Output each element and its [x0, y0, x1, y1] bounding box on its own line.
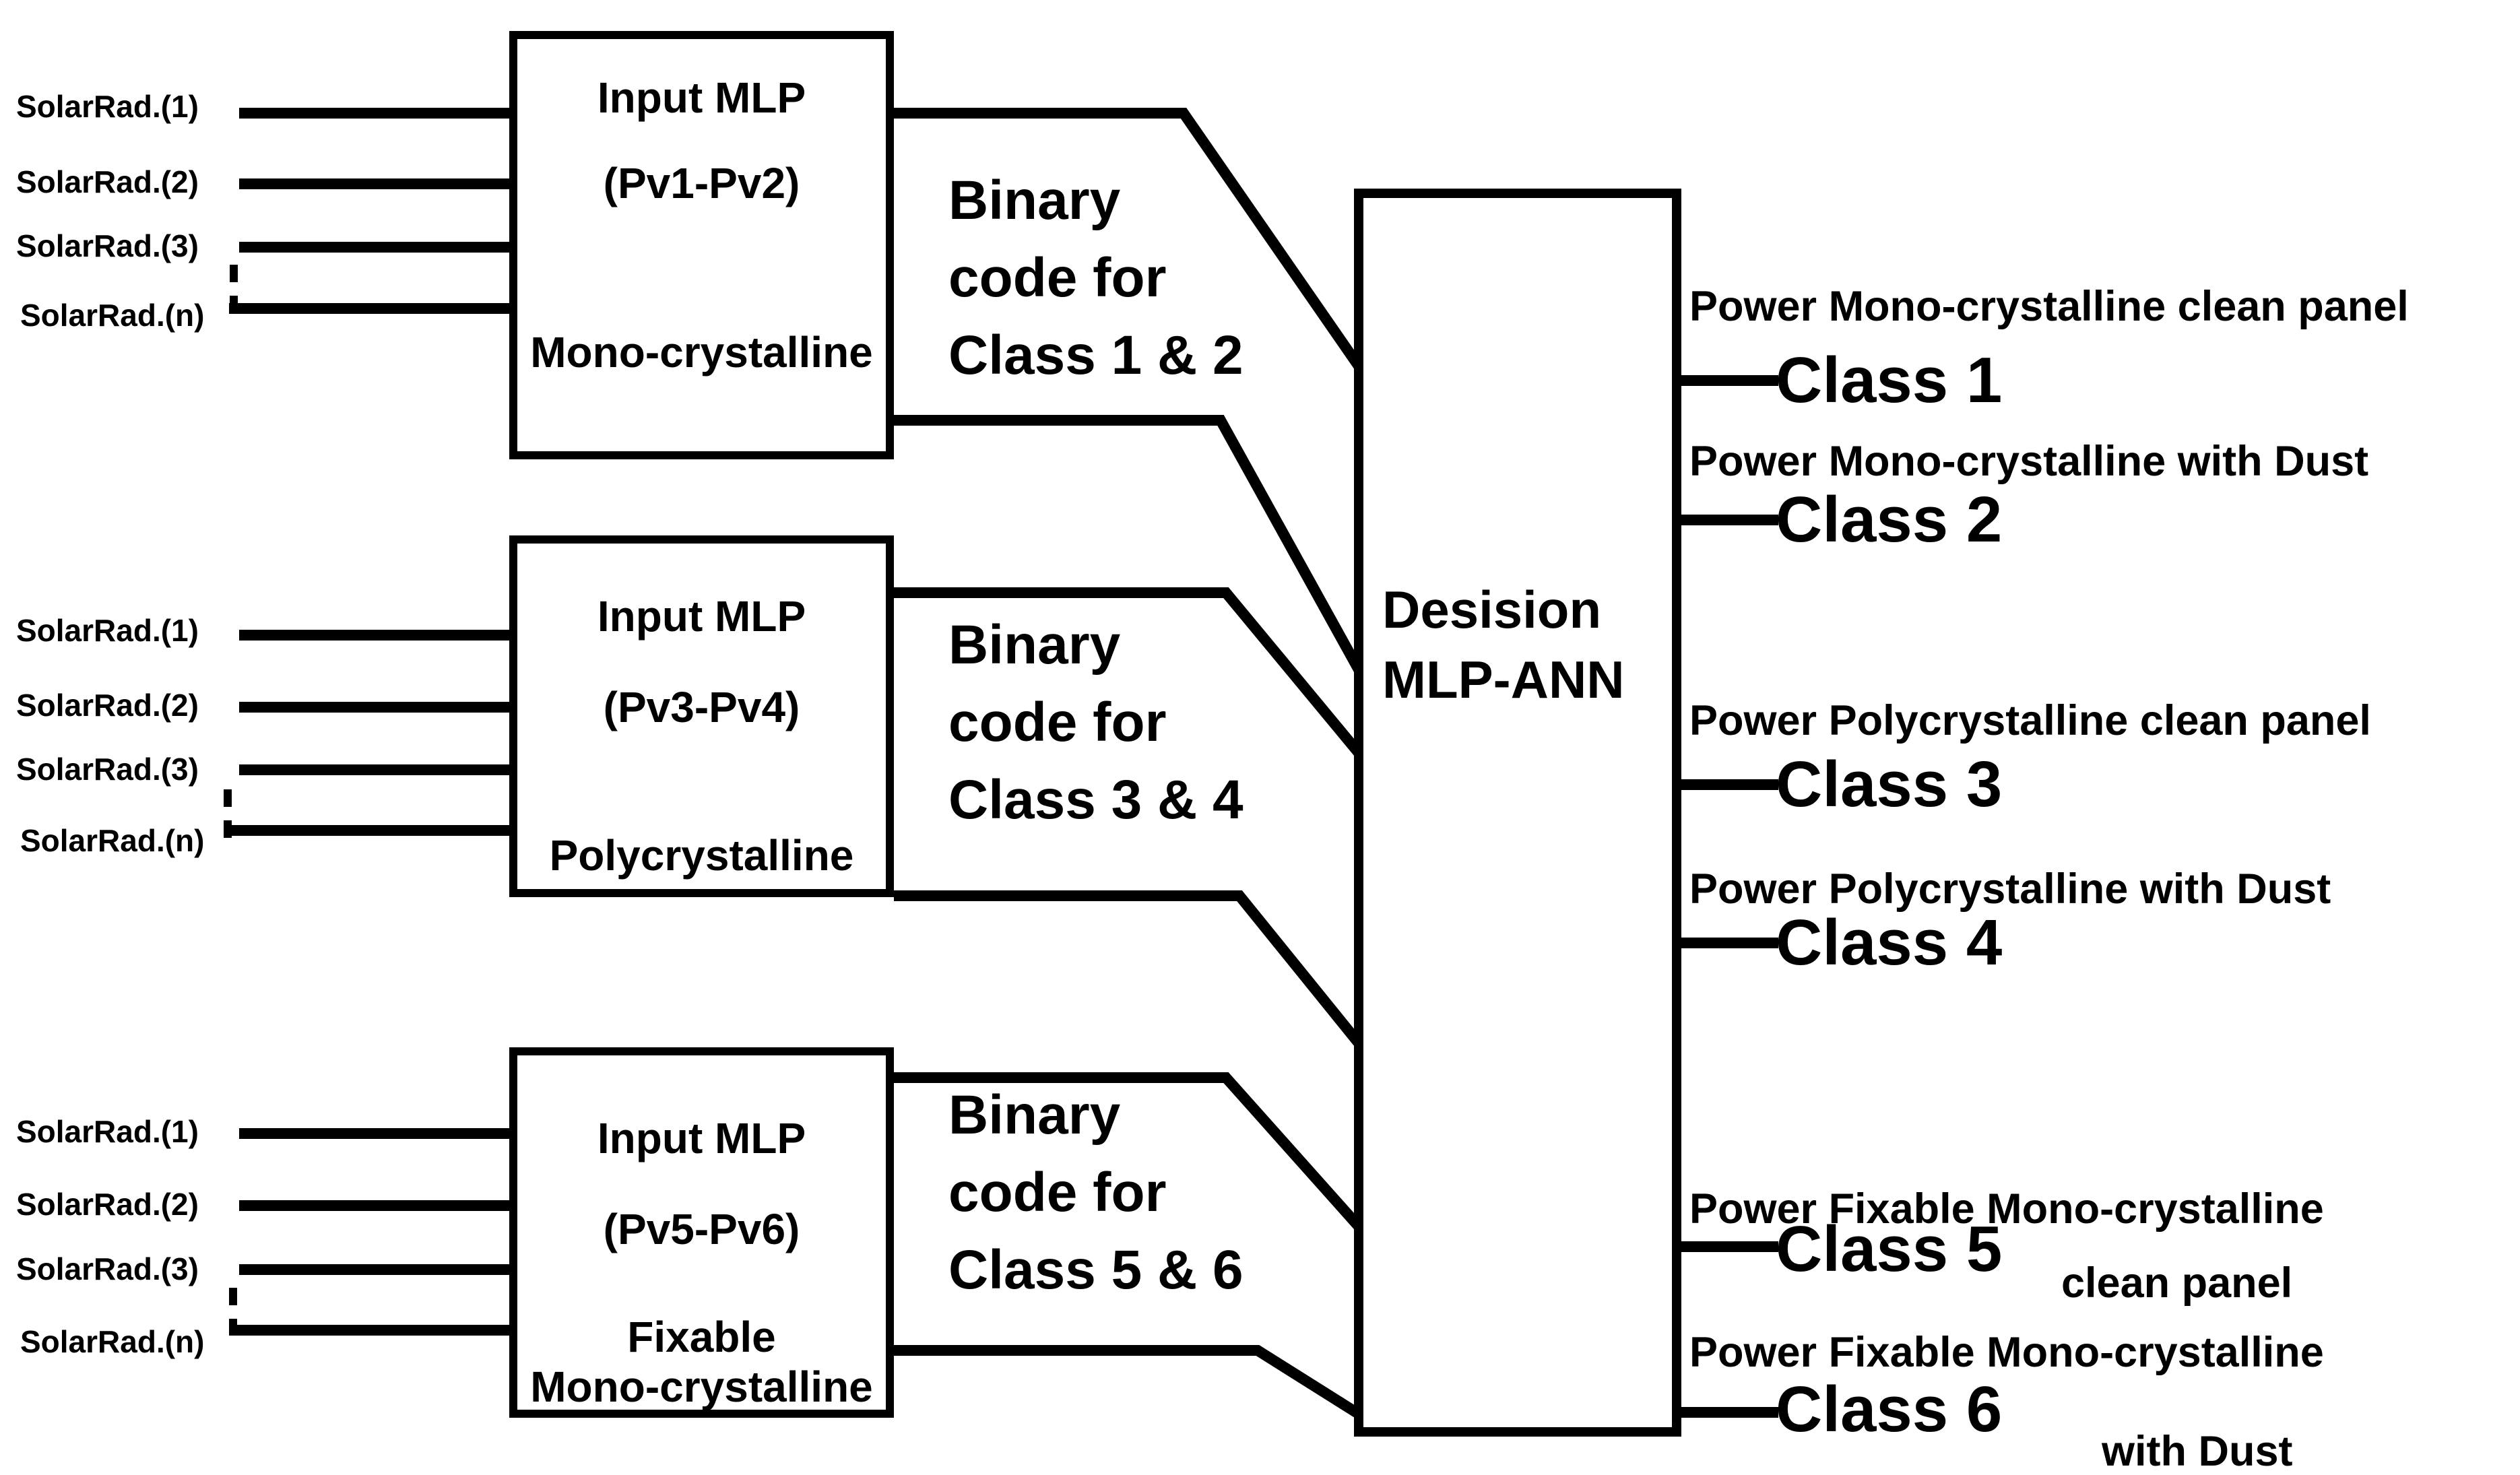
signal-label-g1-n: SolarRad.(n) — [20, 298, 205, 333]
signal-label-g2-2: SolarRad.(2) — [16, 688, 199, 723]
binary-label-2-line2: code for — [948, 692, 1167, 753]
input-mlp-box-1 — [509, 31, 894, 459]
signal-label-g2-n: SolarRad.(n) — [20, 823, 205, 858]
box3-title-line2: (Pv5-Pv6) — [603, 1205, 800, 1253]
box2-panel-type: Polycrystalline — [549, 831, 854, 880]
input-mlp-box-2 — [509, 535, 894, 897]
connector-g3-top — [894, 1072, 1363, 1231]
binary-label-2-line1: Binary — [948, 614, 1121, 676]
box3-panel-type-line2: Mono-crystalline — [530, 1363, 873, 1411]
binary-label-3-line1: Binary — [948, 1084, 1121, 1146]
output-class-label-1: Class 1 — [1776, 344, 2003, 416]
binary-label-3-line2: code for — [948, 1162, 1167, 1223]
box3-title-line1: Input MLP — [597, 1114, 806, 1162]
output-desc-class-6-line1: Power Fixable Mono-crystalline — [1689, 1329, 2324, 1376]
box2-title-line2: (Pv3-Pv4) — [603, 683, 800, 731]
output-desc-class-2: Power Mono-crystalline with Dust — [1689, 438, 2369, 485]
output-desc-class-6-line2: with Dust — [2102, 1428, 2293, 1475]
decision-box-label-line2: MLP-ANN — [1382, 650, 1625, 709]
box1-panel-type: Mono-crystalline — [530, 328, 873, 376]
box1-title-line2: (Pv1-Pv2) — [603, 159, 800, 207]
input-mlp-box-3 — [509, 1047, 894, 1418]
signal-label-g3-1: SolarRad.(1) — [16, 1114, 199, 1149]
output-desc-class-1: Power Mono-crystalline clean panel — [1689, 283, 2409, 330]
output-class-label-5: Class 5 — [1776, 1213, 2003, 1285]
signal-label-g1-2: SolarRad.(2) — [16, 164, 199, 199]
signal-label-g2-1: SolarRad.(1) — [16, 613, 199, 648]
box2-title-line1: Input MLP — [597, 592, 806, 641]
binary-label-3-line3: Class 5 & 6 — [948, 1239, 1243, 1301]
connector-g1-bottom — [894, 415, 1364, 674]
output-class-label-3: Class 3 — [1776, 748, 2003, 820]
output-desc-class-5-line2: clean panel — [2061, 1259, 2293, 1307]
binary-label-1-line2: code for — [948, 247, 1167, 308]
box1-title-line1: Input MLP — [597, 73, 806, 122]
output-desc-class-3: Power Polycrystalline clean panel — [1689, 697, 2371, 744]
decision-box-label-line1: Desision — [1382, 580, 1602, 639]
signal-label-g3-2: SolarRad.(2) — [16, 1187, 199, 1222]
decision-mlp-ann-box — [1354, 189, 1681, 1437]
connector-g3-bottom — [894, 1345, 1363, 1419]
connector-g1-top — [894, 108, 1364, 370]
signal-label-g1-3: SolarRad.(3) — [16, 228, 199, 263]
output-desc-class-5-line1: Power Fixable Mono-crystalline — [1689, 1185, 2324, 1233]
signal-label-g3-3: SolarRad.(3) — [16, 1251, 199, 1286]
connector-g2-bottom — [894, 890, 1364, 1048]
signal-label-g2-3: SolarRad.(3) — [16, 752, 199, 787]
signal-label-g1-1: SolarRad.(1) — [16, 89, 199, 124]
binary-label-2-line3: Class 3 & 4 — [948, 769, 1243, 830]
binary-label-1-line1: Binary — [948, 170, 1121, 231]
binary-label-1-line3: Class 1 & 2 — [948, 325, 1243, 386]
output-class-label-2: Class 2 — [1776, 484, 2003, 556]
output-class-label-6: Class 6 — [1776, 1373, 2003, 1445]
connector-g2-top — [894, 587, 1364, 758]
signal-label-g3-n: SolarRad.(n) — [20, 1324, 205, 1359]
output-class-label-4: Class 4 — [1776, 907, 2003, 979]
output-desc-class-4: Power Polycrystalline with Dust — [1689, 865, 2331, 913]
box3-panel-type-line1: Fixable — [627, 1313, 776, 1361]
